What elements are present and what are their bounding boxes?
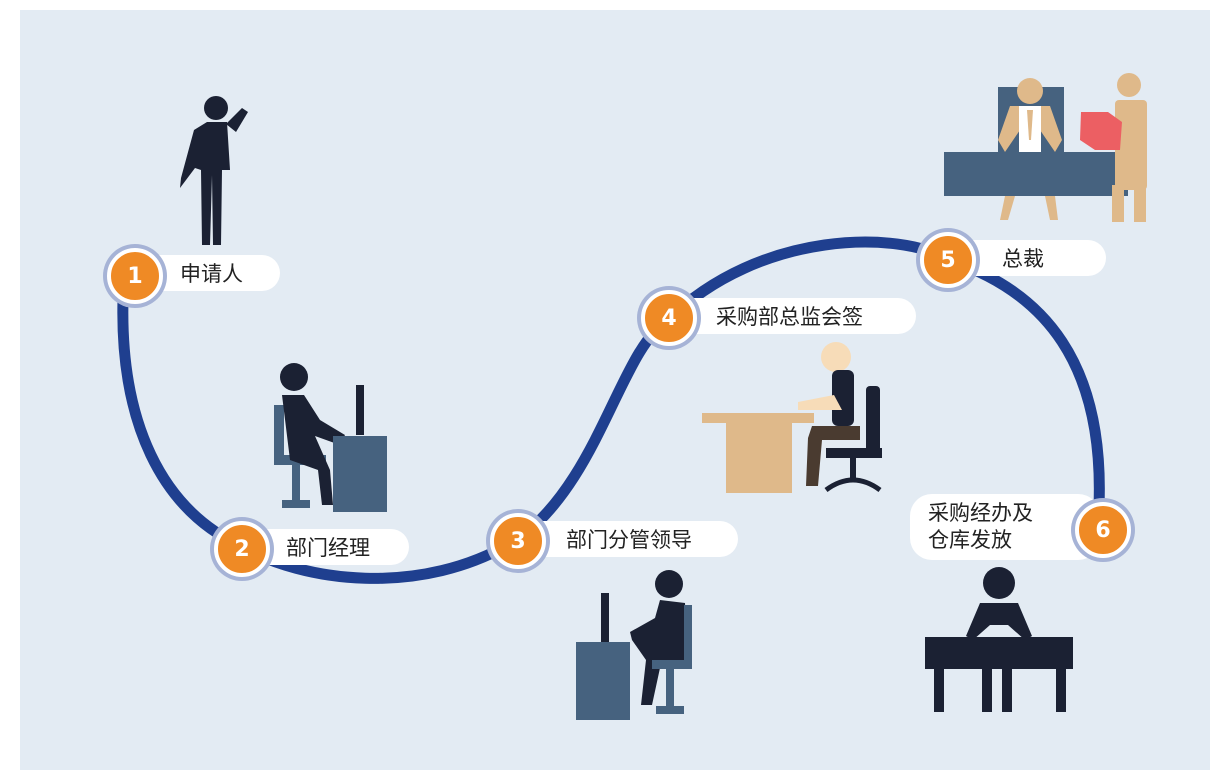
step-6-label-pill: 采购经办及 仓库发放 — [910, 494, 1100, 560]
step-4-badge: 4 — [641, 290, 697, 346]
step-4-label: 采购部总监会签 — [716, 305, 863, 329]
step-3-label-pill: 部门分管领导 — [514, 521, 738, 557]
step-6-label-line2: 仓库发放 — [928, 528, 1012, 552]
step-1-badge: 1 — [107, 248, 163, 304]
step-5-badge: 5 — [920, 232, 976, 288]
executive-meeting-icon — [944, 73, 1147, 222]
person-at-computer-icon — [576, 570, 692, 720]
step-1-label: 申请人 — [180, 262, 243, 286]
flow-path — [117, 236, 1105, 584]
person-on-phone-icon — [180, 96, 248, 245]
person-at-computer-icon — [274, 363, 387, 512]
step-3-label: 部门分管领导 — [566, 528, 692, 552]
person-at-desk-icon — [702, 342, 882, 493]
step-4-label-pill: 采购部总监会签 — [666, 298, 916, 334]
step-3-badge: 3 — [490, 513, 546, 569]
step-6-label-line1: 采购经办及 — [928, 501, 1033, 525]
step-2-badge: 2 — [214, 521, 270, 577]
step-2-label: 部门经理 — [286, 536, 370, 560]
step-5-label: 总裁 — [1002, 247, 1044, 271]
person-at-table-icon — [925, 567, 1073, 712]
step-6-badge: 6 — [1075, 502, 1131, 558]
